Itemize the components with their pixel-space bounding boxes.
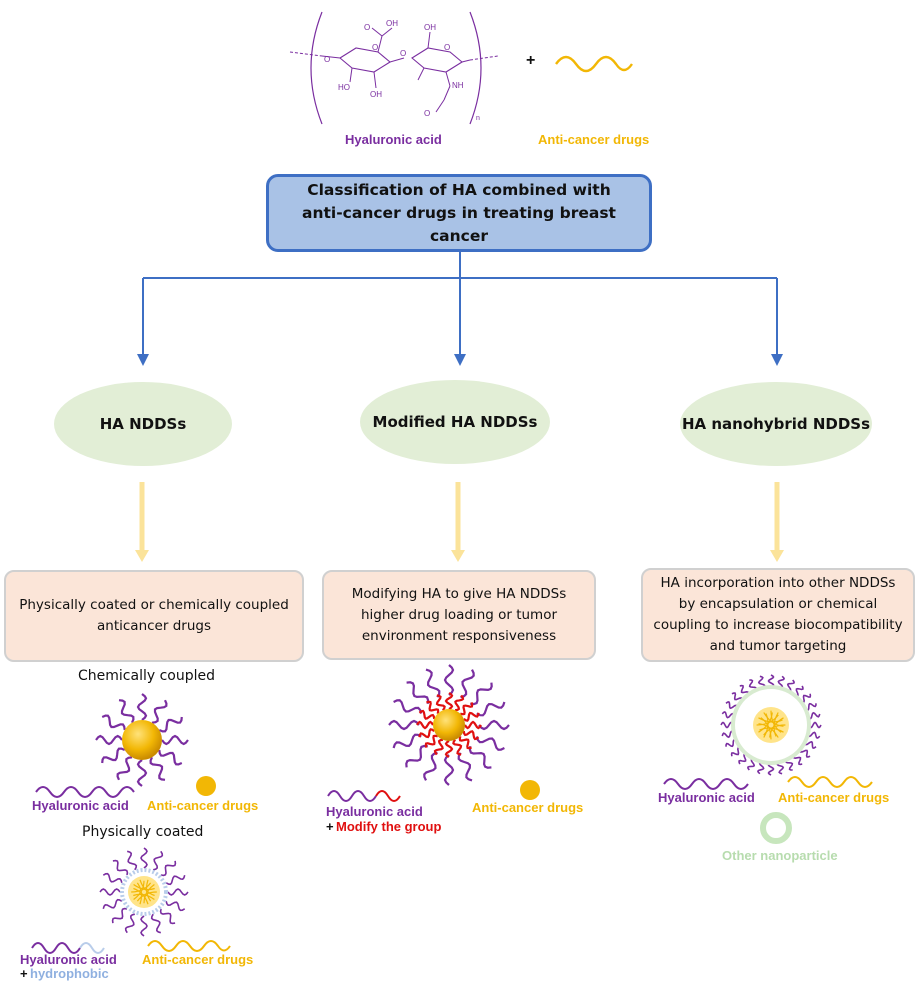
struct-oh-1: OH xyxy=(386,19,398,28)
drug-wave-icon xyxy=(555,55,633,73)
category-ha-nddss: HA NDDSs xyxy=(54,382,232,466)
right-drug-wave-icon xyxy=(787,776,873,788)
physically-coated-title: Physically coated xyxy=(82,824,204,840)
top-drug-label: Anti-cancer drugs xyxy=(538,132,650,147)
phys-plus-sign: + xyxy=(20,966,28,981)
chem-ha-label: Hyaluronic acid xyxy=(32,798,129,813)
description-ha-nanohybrid-nddss-text: HA incorporation into other NDDSs by enc… xyxy=(653,575,903,654)
right-ha-wave-icon xyxy=(663,778,749,790)
phys-ha-label: Hyaluronic acid xyxy=(20,952,117,967)
phys-hydrophobic-label: hydrophobic xyxy=(30,966,109,981)
description-ha-nddss: Physically coated or chemically coupled … xyxy=(4,570,304,662)
description-ha-nddss-text: Physically coated or chemically coupled … xyxy=(19,597,289,634)
struct-o-link: O xyxy=(400,49,406,58)
phys-ha-hydrophobic-wave-icon xyxy=(31,942,105,954)
main-classification-box: Classification of HA combined with anti-… xyxy=(266,174,652,252)
physically-coated-micelle-icon xyxy=(99,847,189,937)
mid-plus-sign: + xyxy=(326,819,334,834)
other-nanoparticle-label: Other nanoparticle xyxy=(722,848,838,863)
struct-oh-3: OH xyxy=(424,23,436,32)
chem-drug-label: Anti-cancer drugs xyxy=(147,798,259,813)
modified-ha-particle-icon xyxy=(388,664,510,786)
category-modified-ha-nddss-label: Modified HA NDDSs xyxy=(372,413,538,431)
mid-drug-dot-icon xyxy=(520,780,540,800)
struct-o-ring-1: O xyxy=(372,43,378,52)
mid-modify-label: Modify the group xyxy=(336,819,442,834)
mid-ha-modified-wave-icon xyxy=(327,790,401,802)
struct-nh: NH xyxy=(452,81,464,90)
struct-o-2: O xyxy=(324,55,330,64)
mid-drug-label: Anti-cancer drugs xyxy=(472,800,584,815)
category-modified-ha-nddss: Modified HA NDDSs xyxy=(360,380,550,464)
mid-ha-label: Hyaluronic acid xyxy=(326,804,423,819)
other-nanoparticle-ring-icon xyxy=(760,812,792,844)
category-ha-nanohybrid-nddss: HA nanohybrid NDDSs xyxy=(680,382,872,466)
blue-connector-arrows xyxy=(137,252,783,366)
nanohybrid-particle-icon xyxy=(720,674,822,776)
chemically-coupled-title: Chemically coupled xyxy=(78,668,215,684)
yellow-down-arrows xyxy=(135,482,784,562)
struct-o-ring-2: O xyxy=(444,43,450,52)
plus-sign: + xyxy=(526,52,536,69)
hyaluronic-acid-structure: OH O O OH HO OH O O O NH O n xyxy=(289,11,633,125)
description-modified-ha-nddss-text: Modifying HA to give HA NDDSs higher dru… xyxy=(351,585,567,644)
left-drug-dot-icon xyxy=(196,776,216,796)
category-ha-nanohybrid-nddss-label: HA nanohybrid NDDSs xyxy=(681,415,871,433)
struct-o-1: O xyxy=(364,23,370,32)
main-title: Classification of HA combined with anti-… xyxy=(302,180,616,245)
phys-drug-wave-icon xyxy=(147,940,231,952)
phys-drug-label: Anti-cancer drugs xyxy=(142,952,254,967)
description-ha-nanohybrid-nddss: HA incorporation into other NDDSs by enc… xyxy=(641,568,915,662)
struct-ho-1: HO xyxy=(338,83,350,92)
description-modified-ha-nddss: Modifying HA to give HA NDDSs higher dru… xyxy=(322,570,596,660)
struct-oh-2: OH xyxy=(370,90,382,99)
chemically-coupled-particle-icon xyxy=(95,693,189,787)
top-ha-label: Hyaluronic acid xyxy=(345,132,442,147)
category-ha-nddss-label: HA NDDSs xyxy=(99,415,187,433)
right-ha-label: Hyaluronic acid xyxy=(658,790,755,805)
right-drug-label: Anti-cancer drugs xyxy=(778,790,890,805)
struct-n: n xyxy=(476,115,480,122)
struct-o-3: O xyxy=(424,109,430,118)
left-ha-wave-icon xyxy=(35,786,135,798)
